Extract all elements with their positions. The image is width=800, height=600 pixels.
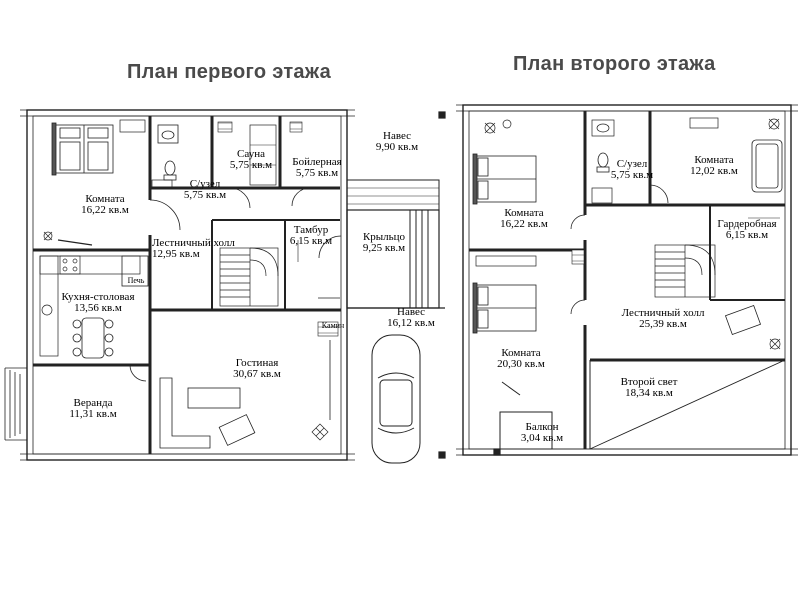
balcony-area: 3,04 кв.м bbox=[520, 432, 564, 444]
living-name: Гостиная bbox=[235, 357, 279, 369]
porch-label: Крыльцо 9,25 кв.м bbox=[352, 232, 416, 254]
porch-name: Крыльцо bbox=[362, 231, 406, 243]
living-label: Гостиная 30,67 кв.м bbox=[222, 358, 292, 380]
boiler-area: 5,75 кв.м bbox=[295, 167, 339, 179]
sauna-area: 5,75 кв.м bbox=[229, 159, 273, 171]
living-area: 30,67 кв.м bbox=[233, 368, 281, 380]
room-left-name: Комната bbox=[85, 193, 125, 205]
room-bottom-left-area: 20,30 кв.м bbox=[497, 358, 545, 370]
fireplace-label: Камин bbox=[321, 321, 345, 330]
stair-hall-1-label: Лестничный холл 12,95 кв.м bbox=[152, 238, 262, 260]
stove-icon bbox=[121, 255, 149, 287]
second-light-label: Второй свет 18,34 кв.м bbox=[610, 377, 688, 399]
balcony-label: Балкон 3,04 кв.м bbox=[510, 422, 574, 444]
second-light-area: 18,34 кв.м bbox=[625, 387, 673, 399]
canopy-car-label: Навес 16,12 кв.м bbox=[378, 307, 444, 329]
sofa-icon bbox=[159, 377, 256, 449]
second-floor-title: План второго этажа bbox=[513, 53, 716, 75]
second-light-name: Второй свет bbox=[620, 376, 678, 388]
first-floor-plan bbox=[4, 109, 446, 464]
stove-icon bbox=[59, 255, 81, 275]
bath-2-label: С/узел 5,75 кв.м bbox=[600, 159, 664, 181]
room-top-right-name: Комната bbox=[694, 154, 734, 166]
veranda-name: Веранда bbox=[73, 397, 113, 409]
boiler-label: Бойлерная 5,75 кв.м bbox=[282, 157, 352, 179]
plant-icon bbox=[484, 118, 781, 350]
stair-hall-1-name: Лестничный холл bbox=[152, 237, 235, 249]
post-marker bbox=[438, 451, 446, 459]
wardrobe-area: 6,15 кв.м bbox=[725, 229, 769, 241]
kitchen-label: Кухня-столовая 13,56 кв.м bbox=[50, 292, 146, 314]
room-top-right-label: Комната 12,02 кв.м bbox=[678, 155, 750, 177]
veranda-steps bbox=[4, 367, 27, 441]
bath-1-area: 5,75 кв.м bbox=[183, 189, 227, 201]
plant-icon bbox=[43, 231, 329, 441]
wardrobe-label: Гардеробная 6,15 кв.м bbox=[708, 219, 786, 241]
room-top-left-label: Комната 16,22 кв.м bbox=[480, 208, 568, 230]
first-floor-title: План первого этажа bbox=[127, 61, 331, 83]
bath-1-name: С/узел bbox=[189, 178, 221, 190]
porch-area: 9,25 кв.м bbox=[362, 242, 406, 254]
room-bottom-left-label: Комната 20,30 кв.м bbox=[484, 348, 558, 370]
canopy-top-area: 9,90 кв.м bbox=[375, 141, 419, 153]
second-floor-plan bbox=[456, 104, 798, 456]
bed-icon bbox=[472, 282, 537, 334]
wardrobe-name: Гардеробная bbox=[717, 218, 777, 230]
sink-icon bbox=[157, 124, 179, 144]
sink-icon bbox=[41, 304, 53, 316]
bath-1-label: С/узел 5,75 кв.м bbox=[170, 179, 240, 201]
kitchen-name: Кухня-столовая bbox=[61, 291, 135, 303]
sauna-label: Сауна 5,75 кв.м bbox=[222, 149, 280, 171]
canopy-top-label: Навес 9,90 кв.м bbox=[366, 131, 428, 153]
stairs-icon bbox=[219, 247, 279, 307]
boiler-name: Бойлерная bbox=[292, 156, 342, 168]
toilet-icon bbox=[596, 152, 610, 173]
room-left-label: Комната 16,22 кв.м bbox=[60, 194, 150, 216]
stair-hall-2-name: Лестничный холл bbox=[621, 307, 705, 319]
car-icon bbox=[371, 334, 421, 464]
stairs-icon bbox=[654, 244, 716, 298]
room-top-left-name: Комната bbox=[504, 207, 544, 219]
veranda-label: Веранда 11,31 кв.м bbox=[58, 398, 128, 420]
table-icon bbox=[72, 317, 114, 359]
kitchen-area: 13,56 кв.м bbox=[74, 302, 122, 314]
stove-label: Печь bbox=[127, 276, 145, 285]
canopy-top-name: Навес bbox=[383, 130, 411, 142]
room-bottom-left-name: Комната bbox=[501, 347, 541, 359]
vestibule-name: Тамбур bbox=[293, 224, 329, 236]
stair-hall-2-area: 25,39 кв.м bbox=[639, 318, 687, 330]
bath-2-name: С/узел bbox=[616, 158, 648, 170]
post-marker bbox=[438, 111, 446, 119]
toilet-icon bbox=[163, 160, 177, 181]
canopy-car-area: 16,12 кв.м bbox=[387, 317, 435, 329]
vestibule-area: 6,15 кв.м bbox=[289, 235, 333, 247]
sauna-name: Сауна bbox=[237, 148, 265, 160]
stair-hall-2-label: Лестничный холл 25,39 кв.м bbox=[608, 308, 718, 330]
bath-icon bbox=[751, 139, 783, 193]
room-top-left-area: 16,22 кв.м bbox=[500, 218, 548, 230]
room-left-area: 16,22 кв.м bbox=[81, 204, 129, 216]
room-top-right-area: 12,02 кв.м bbox=[690, 165, 738, 177]
vestibule-label: Тамбур 6,15 кв.м bbox=[284, 225, 338, 247]
stair-hall-1-area: 12,95 кв.м bbox=[152, 248, 200, 260]
bath-2-area: 5,75 кв.м bbox=[610, 169, 654, 181]
bed-icon bbox=[472, 153, 537, 205]
balcony-name: Балкон bbox=[525, 421, 559, 433]
log-ends-top bbox=[20, 109, 355, 461]
sofa-icon bbox=[724, 304, 762, 336]
canopy-car-name: Навес bbox=[397, 306, 425, 318]
veranda-area: 11,31 кв.м bbox=[69, 408, 117, 420]
bed-icon bbox=[51, 122, 114, 176]
